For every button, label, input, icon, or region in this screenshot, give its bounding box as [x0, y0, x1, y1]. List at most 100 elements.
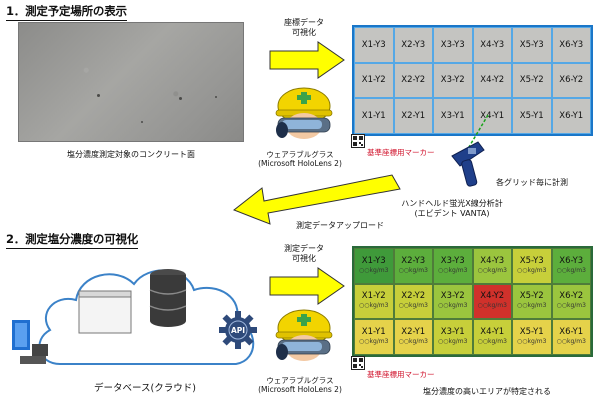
grid-bottom-cell-label: X6-Y3 [559, 255, 584, 266]
section2-title: 2．測定塩分濃度の可視化 [6, 231, 138, 249]
xrf-label-1: ハンドヘルド蛍光X線分析計 [401, 199, 503, 208]
grid-bottom-cell-label: X3-Y3 [440, 255, 465, 266]
grid-top-cell: X1-Y1 [354, 98, 394, 134]
grid-top-cell: X4-Y2 [472, 62, 512, 99]
device-top-label-2: (Microsoft HoloLens 2) [258, 159, 342, 168]
grid-bottom-cell: X3-Y1○○kg/m3 [433, 319, 473, 355]
grid-bottom-cell-label: X2-Y3 [401, 255, 426, 266]
api-gear-icon [219, 311, 257, 349]
grid-top-cell: X5-Y1 [512, 98, 552, 134]
grid-bottom-cell-value: ○○kg/m3 [477, 302, 507, 310]
grid-bottom-cell: X5-Y1○○kg/m3 [512, 319, 552, 355]
grid-bottom-cell-value: ○○kg/m3 [517, 302, 547, 310]
grid-top-cell: X2-Y1 [393, 98, 433, 134]
marker-top-label: 基準座標用マーカー [367, 148, 435, 157]
api-label: API [230, 326, 246, 335]
grid-bottom-cell-value: ○○kg/m3 [359, 266, 389, 274]
grid-top-cell: X3-Y2 [433, 62, 473, 99]
upload-label: 測定データアップロード [296, 221, 384, 230]
arrow-top-label-1: 座標データ [284, 18, 324, 27]
grid-top-cell: X3-Y1 [433, 98, 473, 134]
grid-bottom-cell-label: X5-Y1 [519, 327, 544, 338]
grid-bottom-cell-value: ○○kg/m3 [556, 266, 586, 274]
grid-bottom-cell-label: X6-Y1 [559, 327, 584, 338]
grid-bottom-cell-label: X4-Y1 [480, 327, 505, 338]
grid-bottom-cell: X6-Y1○○kg/m3 [551, 319, 591, 355]
xrf-label-2: (エビデント VANTA) [414, 209, 490, 218]
grid-bottom-cell-label: X3-Y1 [440, 327, 465, 338]
grid-bottom-cell: X3-Y2○○kg/m3 [433, 283, 473, 320]
grid-bottom-cell-value: ○○kg/m3 [556, 302, 586, 310]
grid-top-cell: X5-Y3 [512, 27, 552, 63]
grid-bottom-cell: X1-Y2○○kg/m3 [354, 283, 394, 320]
grid-bottom-cell-value: ○○kg/m3 [359, 302, 389, 310]
grid-top-cell: X2-Y2 [393, 62, 433, 99]
grid-top-cell: X1-Y3 [354, 27, 394, 63]
device-top-label-1: ウェアラブルグラス [266, 150, 334, 159]
grid-bottom-cell-value: ○○kg/m3 [438, 266, 468, 274]
arrow-mid-label-2: 可視化 [292, 254, 316, 263]
arrow-top-label-2: 可視化 [292, 28, 316, 37]
grid-bottom-cell: X5-Y2○○kg/m3 [512, 283, 552, 320]
grid-bottom-cell: X1-Y1○○kg/m3 [354, 319, 394, 355]
grid-top-cell: X2-Y3 [393, 27, 433, 63]
grid-bottom-cell-label: X2-Y1 [401, 327, 426, 338]
grid-bottom-cell-value: ○○kg/m3 [398, 302, 428, 310]
grid-bottom-cell: X6-Y3○○kg/m3 [551, 248, 591, 284]
device-bottom-label-2: (Microsoft HoloLens 2) [258, 385, 342, 394]
browser-window-icon [78, 290, 132, 334]
upload-arrow [233, 174, 401, 225]
grid-bottom-cell: X4-Y2○○kg/m3 [472, 283, 512, 320]
grid-bottom-cell: X3-Y3○○kg/m3 [433, 248, 473, 284]
each-grid-label: 各グリッド毎に計測 [496, 178, 568, 187]
grid-bottom-cell-label: X5-Y3 [519, 255, 544, 266]
grid-bottom-cell-label: X6-Y2 [559, 291, 584, 302]
grid-bottom-cell-label: X3-Y2 [440, 291, 465, 302]
grid-bottom-cell-value: ○○kg/m3 [556, 338, 586, 346]
grid-bottom-cell: X2-Y3○○kg/m3 [393, 248, 433, 284]
grid-bottom-cell: X4-Y1○○kg/m3 [472, 319, 512, 355]
grid-top-cell: X5-Y2 [512, 62, 552, 99]
grid-bottom-cell-label: X5-Y2 [519, 291, 544, 302]
grid-bottom-cell-value: ○○kg/m3 [517, 338, 547, 346]
grid-bottom-cell: X2-Y1○○kg/m3 [393, 319, 433, 355]
grid-bottom-cell-value: ○○kg/m3 [398, 266, 428, 274]
grid-bottom-cell-value: ○○kg/m3 [477, 266, 507, 274]
device-bottom-label-1: ウェアラブルグラス [266, 376, 334, 385]
client-devices-icon [12, 320, 48, 364]
grid-top-cell: X6-Y1 [551, 98, 591, 134]
grid-top-cell: X6-Y3 [551, 27, 591, 63]
grid-bottom-cell-label: X4-Y3 [480, 255, 505, 266]
grid-bottom-cell-value: ○○kg/m3 [359, 338, 389, 346]
grid-bottom-cell-value: ○○kg/m3 [517, 266, 547, 274]
grid-bottom-cell: X4-Y3○○kg/m3 [472, 248, 512, 284]
right-arrow-bottom [269, 267, 345, 305]
database-icon [149, 269, 187, 327]
marker-bottom-label: 基準座標用マーカー [367, 370, 435, 379]
concrete-surface-photo [18, 22, 244, 142]
grid-top-cell: X6-Y2 [551, 62, 591, 99]
grid-top-cell: X4-Y3 [472, 27, 512, 63]
worker-hololens-icon [275, 309, 333, 361]
qr-marker-icon [351, 356, 365, 370]
qr-marker-icon [351, 134, 365, 148]
section1-title: 1．測定予定場所の表示 [6, 3, 127, 21]
grid-bottom-cell-label: X1-Y3 [361, 255, 386, 266]
grid-bottom-cell: X2-Y2○○kg/m3 [393, 283, 433, 320]
cloud-caption: データベース(クラウド) [94, 383, 196, 394]
arrow-mid-label-1: 測定データ [284, 244, 324, 253]
grid-bottom-cell: X1-Y3○○kg/m3 [354, 248, 394, 284]
grid-top-cell: X4-Y1 [472, 98, 512, 134]
xrf-analyzer-icon [451, 114, 489, 187]
grid-bottom-cell: X5-Y3○○kg/m3 [512, 248, 552, 284]
grid-top-cell: X3-Y3 [433, 27, 473, 63]
grid-bottom-cell-value: ○○kg/m3 [438, 338, 468, 346]
grid-bottom-cell-value: ○○kg/m3 [398, 338, 428, 346]
grid-bottom-cell-label: X4-Y2 [480, 291, 505, 302]
grid-bottom-cell-value: ○○kg/m3 [477, 338, 507, 346]
grid-bottom-cell-value: ○○kg/m3 [438, 302, 468, 310]
worker-hololens-icon [275, 87, 333, 139]
grid-bottom-cell-label: X1-Y1 [361, 327, 386, 338]
